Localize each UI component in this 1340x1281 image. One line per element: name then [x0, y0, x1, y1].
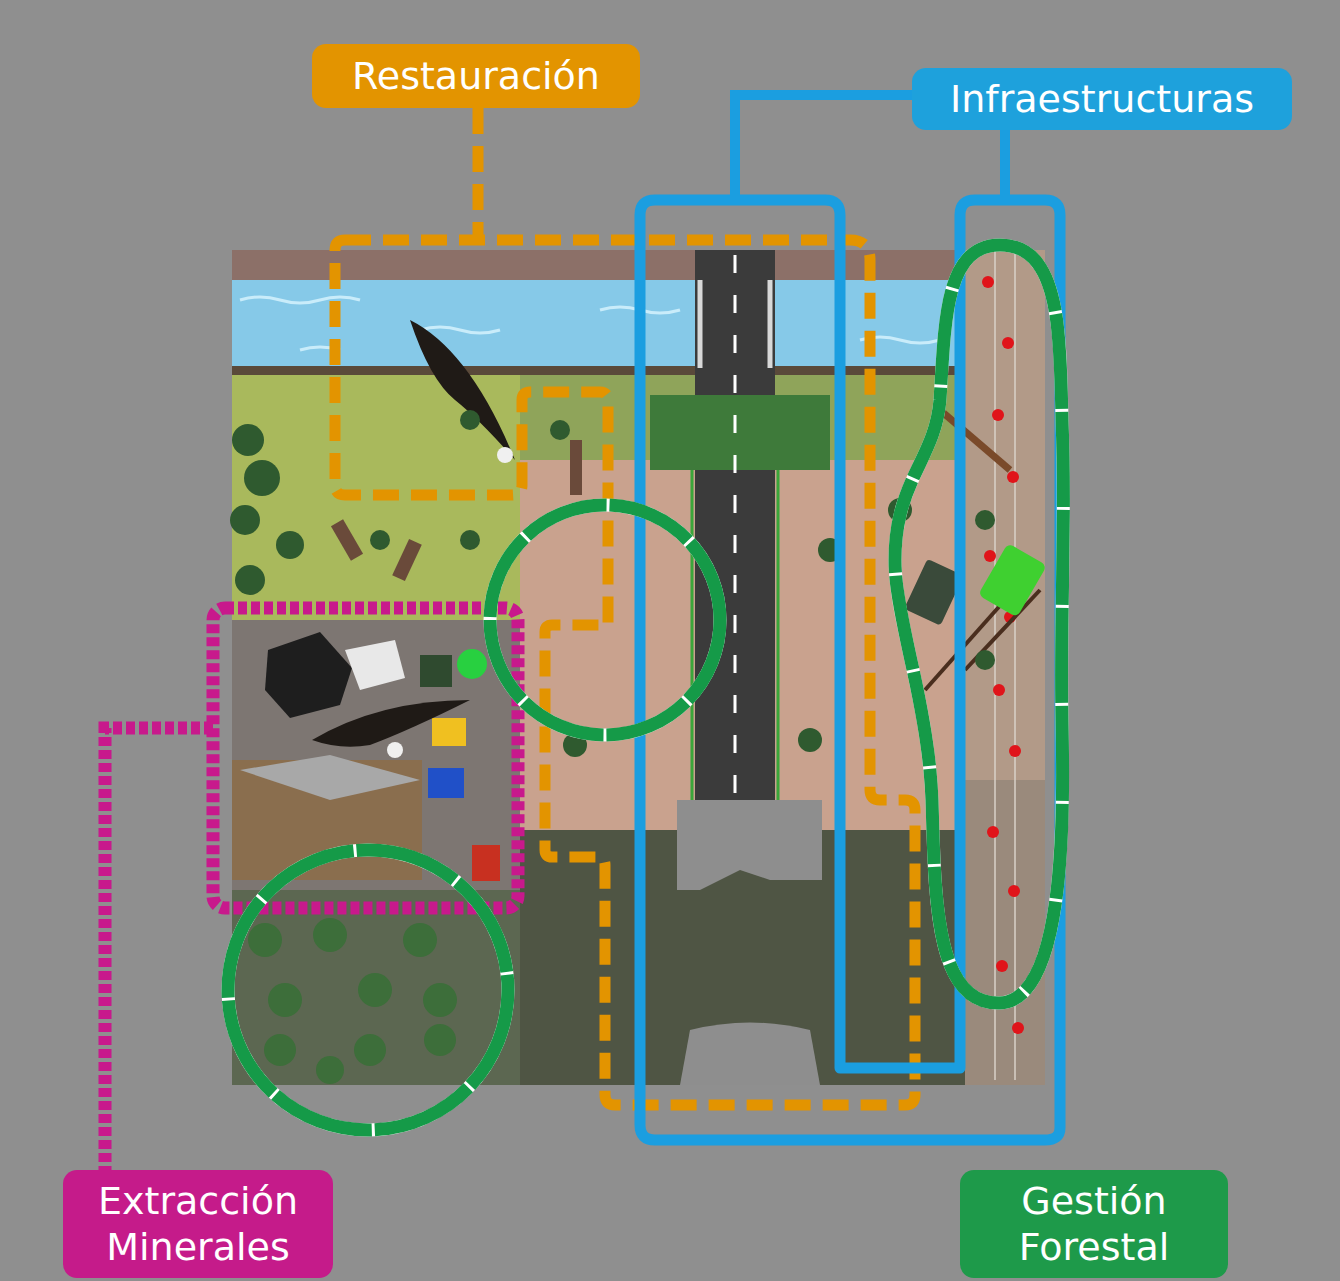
- mining-label: Extracción Minerales: [63, 1170, 333, 1278]
- label-text: Restauración: [352, 53, 600, 99]
- label-text: Extracción Minerales: [73, 1178, 323, 1271]
- restoration-label: Restauración: [312, 44, 640, 108]
- label-text: Infraestructuras: [950, 76, 1254, 122]
- infrastructure-label: Infraestructuras: [912, 68, 1292, 130]
- forestry-label: Gestión Forestal: [960, 1170, 1228, 1278]
- label-text: Gestión Forestal: [970, 1178, 1218, 1271]
